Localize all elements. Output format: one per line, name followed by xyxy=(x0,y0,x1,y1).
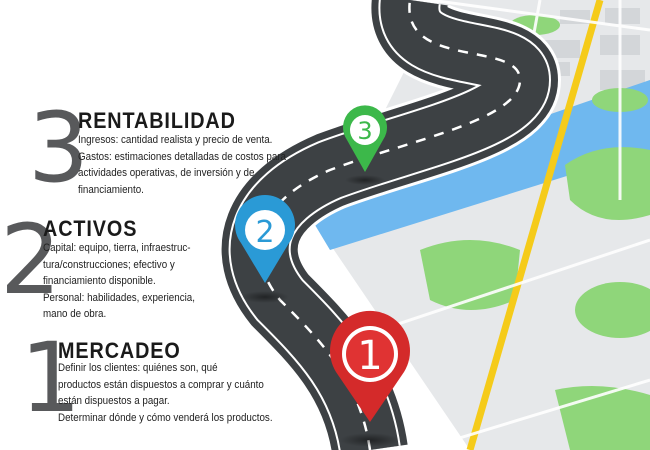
description-line: financiamiento disponible. xyxy=(43,275,156,287)
pin-3 xyxy=(343,105,387,185)
description-line: Definir los clientes: quiénes son, qué xyxy=(58,362,218,374)
step-number: 1 xyxy=(20,322,82,434)
description-line: Gastos: estimaciones detalladas de costo… xyxy=(78,150,287,163)
pin-2 xyxy=(235,195,296,303)
pin-1-number: 1 xyxy=(357,333,382,379)
description-line: actividades operativas, de inversión y d… xyxy=(78,167,255,179)
description-line: mano de obra. xyxy=(43,308,107,320)
pin-3-number: 3 xyxy=(357,117,372,145)
description-line: Capital: equipo, tierra, infraestruc- xyxy=(43,242,191,254)
step-description: Capital: equipo, tierra, infraestruc- tu… xyxy=(43,240,195,323)
pin-2-number: 2 xyxy=(255,215,274,250)
description-line: Ingresos: cantidad realista y precio de … xyxy=(78,134,273,146)
step-title: ACTIVOS xyxy=(43,216,138,241)
step-description: Definir los clientes: quiénes son, qué p… xyxy=(58,360,273,426)
step-title: MERCADEO xyxy=(58,338,181,363)
description-line: financiamiento. xyxy=(78,183,144,196)
step-title: RENTABILIDAD xyxy=(78,108,236,133)
step-number: 3 xyxy=(28,92,90,204)
step-number: 2 xyxy=(0,204,62,316)
winding-road xyxy=(218,0,562,450)
description-line: están dispuestos a pagar. xyxy=(58,395,170,407)
description-line: productos están dispuestos a comprar y c… xyxy=(58,378,264,391)
pin-1 xyxy=(330,310,410,447)
description-line: Determinar dónde y cómo venderá los prod… xyxy=(58,411,273,424)
description-line: Personal: habilidades, experiencia, xyxy=(43,291,195,304)
highway xyxy=(466,0,604,450)
description-line: tura/construcciones; efectivo y xyxy=(43,258,175,271)
road-center-line xyxy=(258,0,522,450)
step-description: Ingresos: cantidad realista y precio de … xyxy=(78,132,286,198)
